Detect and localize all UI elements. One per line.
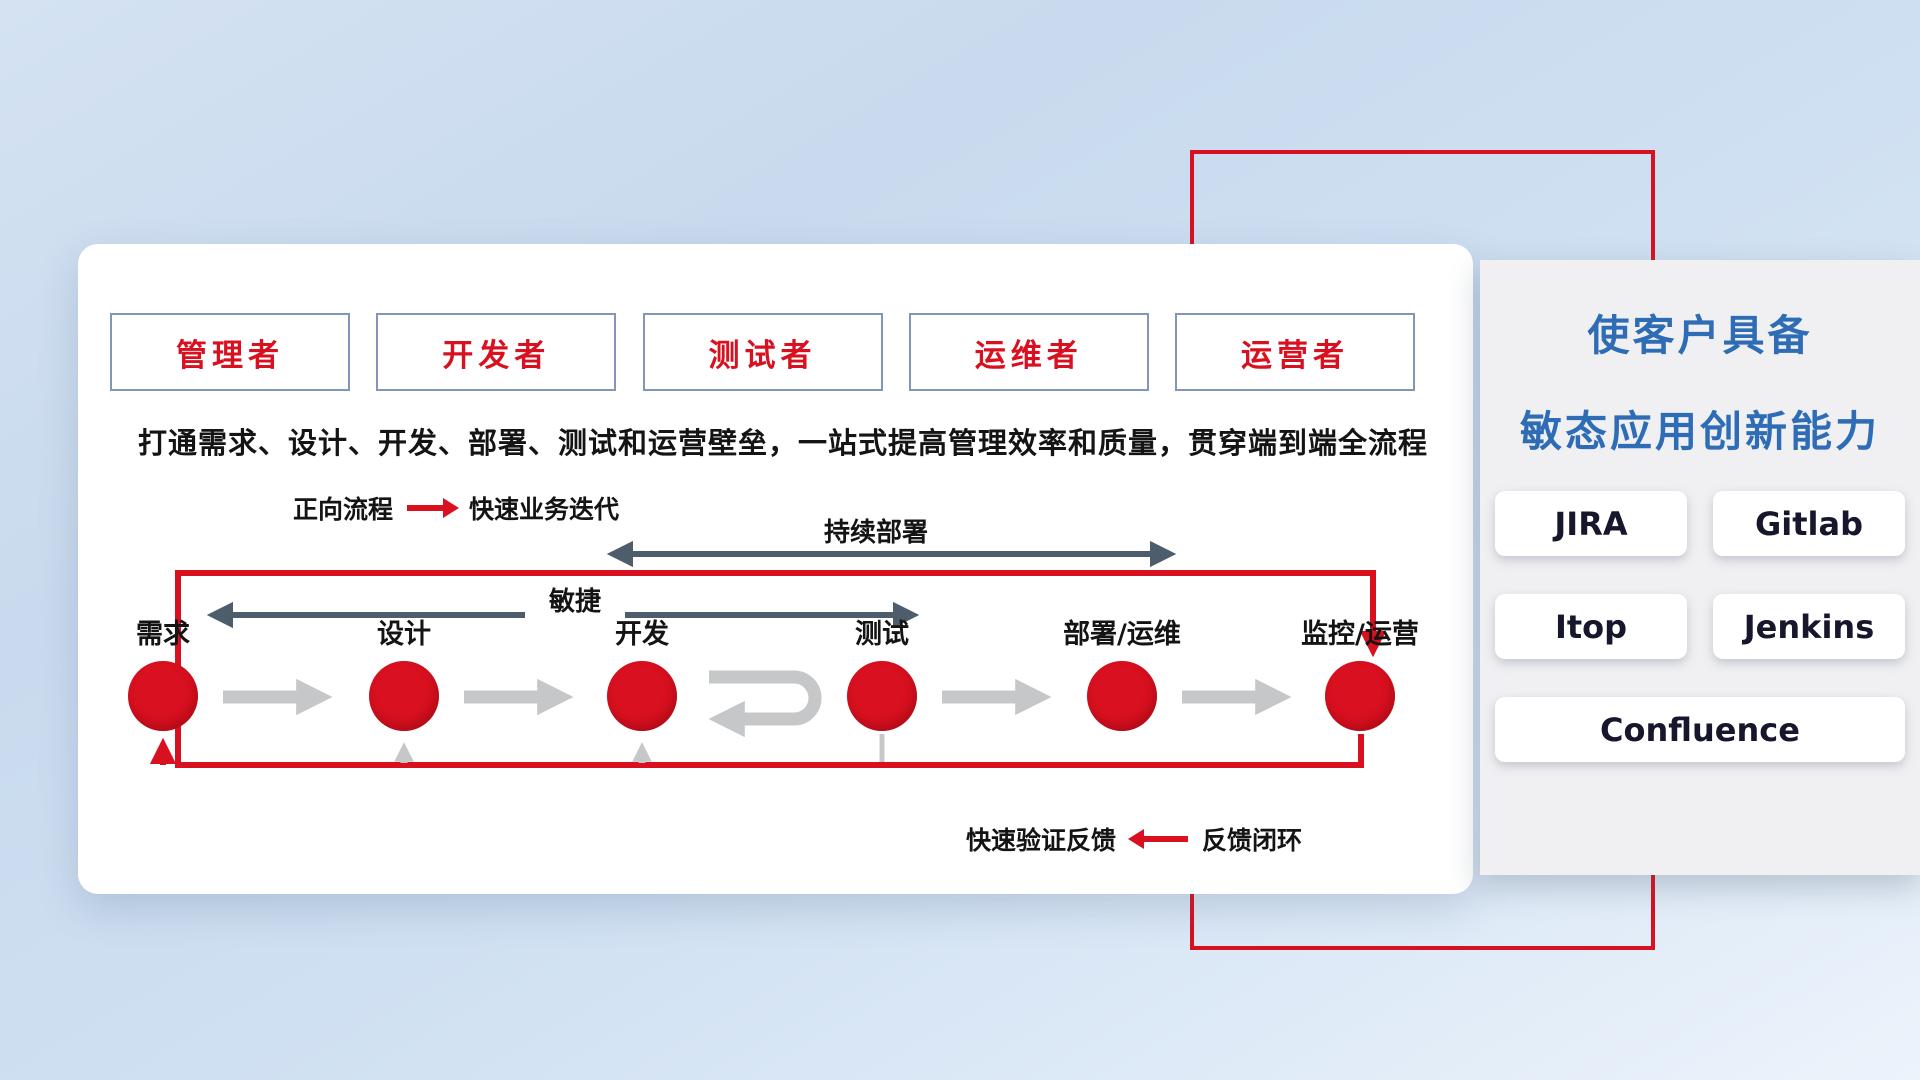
- panel-title-line2: 敏态应用创新能力: [1519, 407, 1880, 456]
- flow-node-label-develop: 开发: [615, 619, 669, 650]
- panel-title-line1: 使客户具备: [1587, 311, 1813, 360]
- role-box-developer: 开发者: [376, 313, 617, 391]
- forward-arrow-icon: [407, 505, 444, 511]
- flow-node-label-requirement: 需求: [136, 619, 190, 650]
- role-box-manager: 管理者: [110, 313, 350, 391]
- legend-feedback: 快速验证反馈 反馈闭环: [966, 821, 1302, 857]
- legend-feedback-value: 快速验证反馈: [966, 826, 1117, 855]
- flow-diagram-arrows: [149, 540, 1387, 768]
- roles-row: 管理者 开发者 测试者 运维者 运营者: [110, 313, 1415, 391]
- role-box-operator: 运营者: [1175, 313, 1415, 391]
- flow-node-circle-develop: [607, 661, 677, 731]
- feedback-loop-line: [175, 570, 1387, 768]
- role-box-tester: 测试者: [642, 313, 883, 391]
- role-box-ops: 运维者: [908, 313, 1149, 391]
- role-label: 运营者: [1241, 337, 1349, 374]
- tool-chip-itop: Itop: [1495, 594, 1687, 659]
- tool-chip-jenkins: Jenkins: [1713, 594, 1905, 659]
- tool-chip-gitlab: Gitlab: [1713, 491, 1905, 556]
- tool-chip-confluence: Confluence: [1495, 697, 1905, 762]
- flow-node-circle-monitor: [1325, 661, 1395, 731]
- feedback-arrow-icon: [1144, 836, 1189, 842]
- iteration-loop-icon: [708, 670, 822, 738]
- legend-forward-label: 正向流程: [293, 495, 394, 524]
- tool-chip-jira: JIRA: [1495, 491, 1687, 556]
- legend-forward: 正向流程 快速业务迭代: [293, 490, 619, 526]
- role-label: 管理者: [176, 337, 284, 374]
- role-label: 运维者: [974, 337, 1083, 374]
- flow-node-label-test: 测试: [855, 619, 909, 650]
- legend-forward-value: 快速业务迭代: [469, 495, 620, 524]
- flow-description: 打通需求、设计、开发、部署、测试和运营壁垒，一站式提高管理效率和质量，贯穿端到端…: [138, 426, 1429, 460]
- flow-node-circle-deploy-ops: [1087, 661, 1157, 731]
- flow-node-label-monitor: 监控/运营: [1301, 619, 1419, 650]
- flow-node-label-deploy-ops: 部署/运维: [1063, 619, 1181, 650]
- flow-node-circle-requirement: [128, 661, 198, 731]
- flow-node-circle-test: [847, 661, 917, 731]
- devops-flow-card: 管理者 开发者 测试者 运维者 运营者 打通需求、设计、开发、部署、测试和运营壁…: [78, 244, 1473, 894]
- flow-node-label-design: 设计: [377, 619, 431, 650]
- flow-node-circle-design: [369, 661, 439, 731]
- agile-label: 敏捷: [525, 581, 625, 618]
- legend-feedback-label: 反馈闭环: [1202, 826, 1303, 855]
- tools-grid: JIRA Gitlab Itop Jenkins Confluence: [1495, 491, 1905, 762]
- capability-panel: 使客户具备 敏态应用创新能力 JIRA Gitlab Itop Jenkins …: [1480, 260, 1920, 875]
- role-label: 开发者: [442, 337, 551, 374]
- role-label: 测试者: [708, 337, 817, 374]
